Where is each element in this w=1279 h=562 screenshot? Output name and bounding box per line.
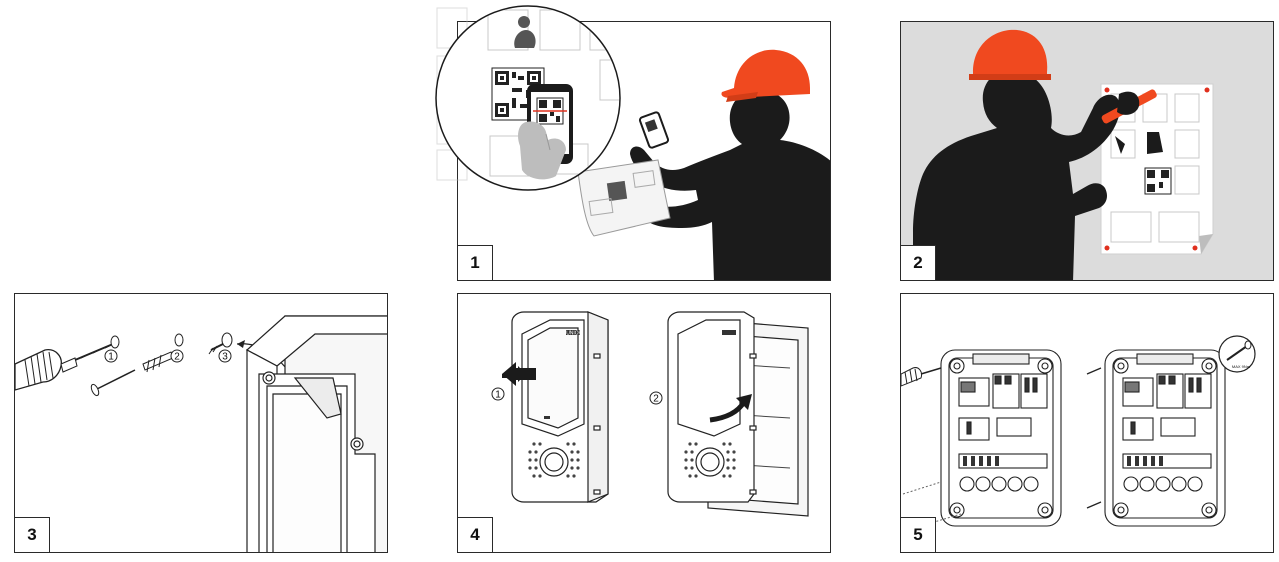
step-4-panel: JUNIOR 1 (457, 293, 831, 553)
screw-icon (208, 332, 233, 355)
mount-enclosure-illustration: MAX 9Nm (901, 335, 1256, 527)
rotate-arrow (709, 400, 747, 423)
step-number-box: 2 (901, 245, 936, 280)
step-number-box: 5 (901, 517, 936, 552)
step-number-box: 4 (458, 517, 493, 552)
callout-number: 3 (222, 352, 228, 363)
enclosure-box (245, 315, 387, 552)
wall-fixing-illustration: 1 2 3 (15, 315, 387, 552)
wallbox-charger (511, 311, 609, 503)
torque-label: MAX 9Nm (1232, 364, 1251, 369)
step-number-box: 1 (458, 245, 493, 280)
helmet (721, 49, 810, 98)
screw-icon (90, 335, 136, 397)
step-number: 5 (913, 525, 923, 544)
wallbox-charger-open (667, 311, 809, 517)
worker-silhouette (913, 70, 1120, 280)
step-number: 2 (913, 253, 923, 272)
torque-badge (1218, 335, 1256, 373)
callout-number: 1 (108, 352, 114, 363)
cover-removal-illustration: JUNIOR 1 (491, 311, 809, 517)
worker-silhouette (630, 90, 830, 280)
drilling-template (1100, 83, 1214, 255)
step-number-box: 3 (15, 517, 50, 552)
step-3-panel: 1 2 3 3 (14, 293, 388, 553)
mark-wall-illustration (913, 29, 1214, 280)
callout-number: 2 (653, 394, 659, 405)
step-number: 4 (470, 525, 480, 544)
callout-number: 2 (174, 352, 180, 363)
callout-number: 1 (495, 390, 501, 401)
step-2-panel: 2 (900, 21, 1274, 281)
step-number: 3 (27, 525, 37, 544)
step-1-panel: 1 (457, 21, 831, 281)
pull-arrow (502, 362, 536, 386)
scan-qr-illustration (577, 49, 830, 280)
step-number: 1 (470, 253, 480, 272)
device-logo: JUNIOR (564, 331, 583, 337)
step-5-panel: MAX 9Nm 5 (900, 293, 1274, 553)
helmet (973, 29, 1048, 80)
enclosure-internals (1104, 349, 1226, 527)
drill-icon (15, 343, 114, 391)
screwdriver-drill-icon (901, 367, 942, 387)
enclosure-internals (940, 349, 1062, 527)
